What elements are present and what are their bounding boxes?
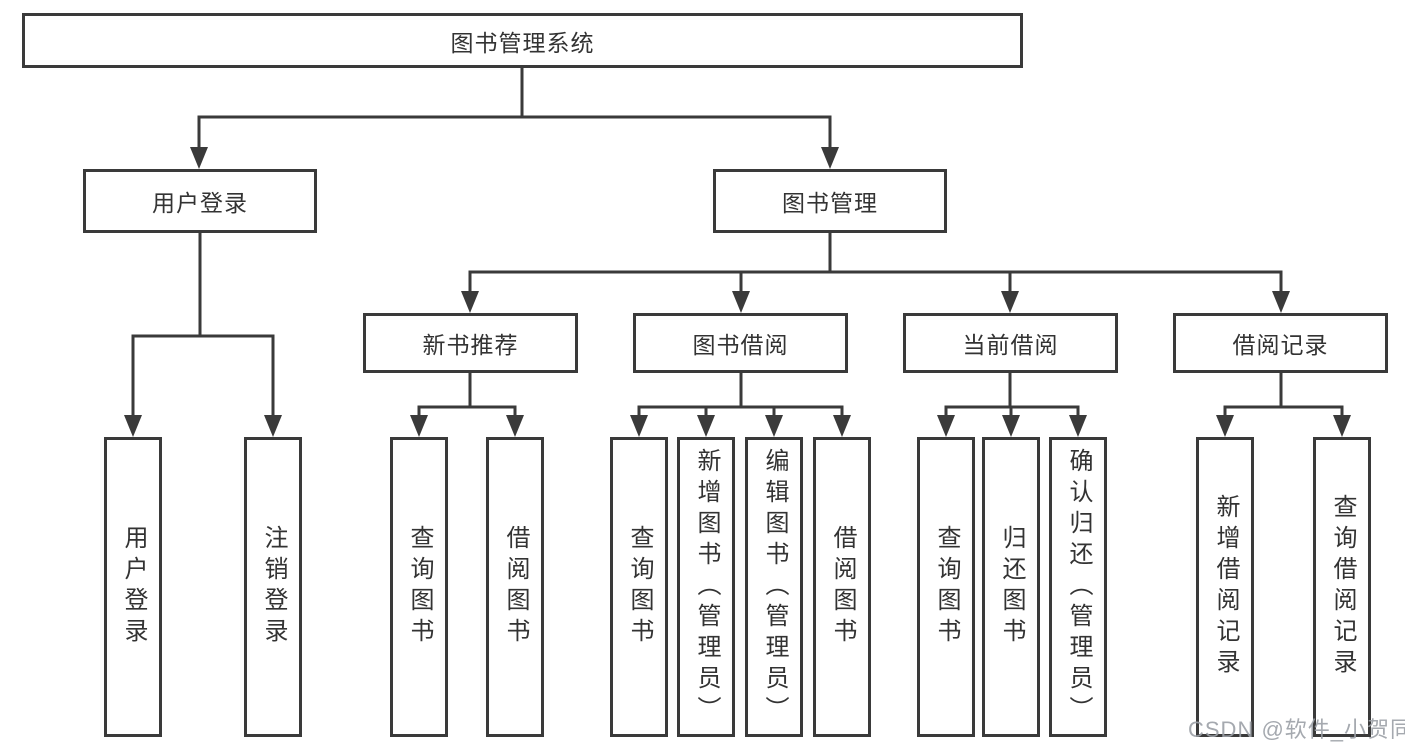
connector-current-group [937, 373, 1087, 437]
connector-newbook-group [410, 373, 524, 437]
connector-management-to-level2 [461, 233, 1290, 313]
node-leaf-borrow-books-1: 借阅图书 [486, 437, 544, 737]
leaf-label: 归还图书 [998, 525, 1025, 649]
leaf-label: 查询图书 [626, 525, 653, 649]
leaf-label: 确认归还（管理员） [1065, 447, 1092, 727]
node-leaf-query-borrow-record: 查询借阅记录 [1313, 437, 1371, 737]
node-leaf-add-books-admin: 新增图书（管理员） [677, 437, 735, 737]
leaf-label: 借阅图书 [829, 525, 856, 649]
node-leaf-return-books: 归还图书 [982, 437, 1040, 737]
node-leaf-confirm-return-admin: 确认归还（管理员） [1049, 437, 1107, 737]
leaf-label: 编辑图书（管理员） [761, 447, 788, 727]
node-leaf-logout: 注销登录 [244, 437, 302, 737]
connector-records-group [1216, 373, 1351, 437]
node-user-login: 用户登录 [83, 169, 317, 233]
leaf-label: 查询图书 [406, 525, 433, 649]
node-leaf-query-books-1: 查询图书 [390, 437, 448, 737]
leaf-label: 注销登录 [260, 525, 287, 649]
node-leaf-user-login: 用户登录 [104, 437, 162, 737]
connector-user-group [124, 233, 282, 437]
leaf-label: 新增图书（管理员） [693, 447, 720, 727]
leaf-label: 查询图书 [933, 525, 960, 649]
leaf-label: 用户登录 [120, 525, 147, 649]
node-library-management-system: 图书管理系统 [22, 13, 1023, 68]
connector-borrow-group [630, 373, 851, 437]
connector-root-to-level1 [190, 68, 839, 169]
node-leaf-edit-books-admin: 编辑图书（管理员） [745, 437, 803, 737]
leaf-label: 借阅图书 [502, 525, 529, 649]
leaf-label: 查询借阅记录 [1329, 494, 1356, 680]
node-book-borrow: 图书借阅 [633, 313, 848, 373]
node-leaf-query-books-3: 查询图书 [917, 437, 975, 737]
node-borrow-records: 借阅记录 [1173, 313, 1388, 373]
node-leaf-add-borrow-record: 新增借阅记录 [1196, 437, 1254, 737]
node-leaf-query-books-2: 查询图书 [610, 437, 668, 737]
node-current-borrow: 当前借阅 [903, 313, 1118, 373]
node-new-book-recommend: 新书推荐 [363, 313, 578, 373]
watermark: CSDN @软件_小贺同学 [1188, 717, 1405, 742]
node-book-management: 图书管理 [713, 169, 947, 233]
leaf-label: 新增借阅记录 [1212, 494, 1239, 680]
node-leaf-borrow-books-2: 借阅图书 [813, 437, 871, 737]
